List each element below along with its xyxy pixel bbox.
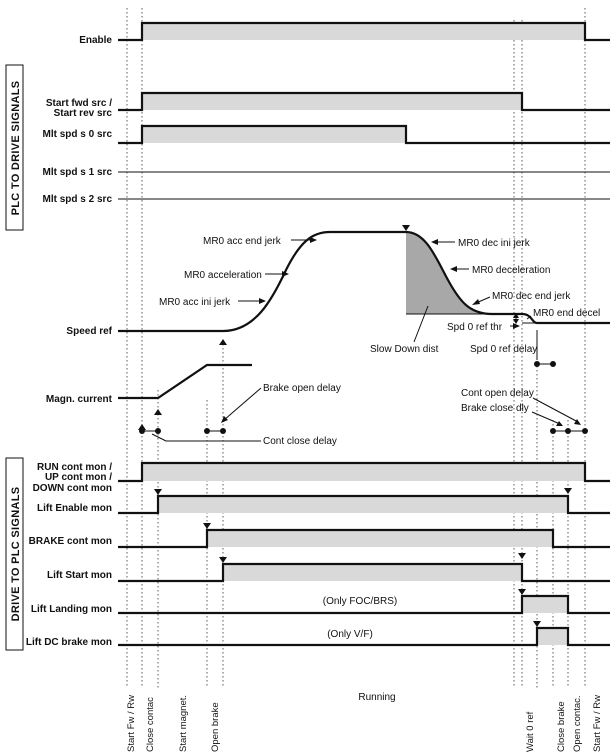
ann-slow-down-dist: Slow Down dist: [370, 344, 439, 355]
ann-dec-end-jerk: MR0 dec end jerk: [492, 291, 571, 302]
ann-deceleration: MR0 deceleration: [472, 265, 550, 276]
ann-acc-ini-jerk: MR0 acc ini jerk: [159, 297, 231, 308]
spd0-delay-marker: [534, 330, 556, 367]
label-run-cont-2: UP cont mon /: [45, 472, 112, 483]
label-run-cont-1: RUN cont mon /: [37, 462, 112, 473]
ann-acc-end-jerk: MR0 acc end jerk: [203, 236, 282, 247]
phase-close-contac: Close contac: [145, 697, 156, 752]
label-lift-enable: Lift Enable mon: [37, 503, 112, 514]
ann-cont-close-delay: Cont close delay: [263, 436, 337, 447]
phase-start-magnet: Start magnet.: [178, 695, 189, 752]
ann-end-decel: MR0 end decel: [533, 308, 600, 319]
phase-wait-0-ref: Wait 0 ref: [525, 711, 536, 752]
ann-brake-open-delay: Brake open delay: [263, 383, 341, 394]
label-mlt-spd-1: Mlt spd s 1 src: [43, 167, 113, 178]
wave-lift-landing: (Only FOC/BRS): [118, 594, 610, 615]
plc-to-drive-label: PLC TO DRIVE SIGNALS: [10, 81, 22, 216]
speed-annotations: MR0 acc end jerk MR0 acceleration MR0 ac…: [159, 236, 600, 355]
wave-run-cont: [118, 461, 610, 483]
phase-close-brake: Close brake: [556, 701, 567, 752]
delay-annotations: Brake open delay Cont close delay Cont o…: [151, 383, 581, 447]
label-mlt-spd-2: Mlt spd s 2 src: [43, 194, 113, 205]
ann-only-foc: (Only FOC/BRS): [323, 596, 397, 607]
label-lift-landing: Lift Landing mon: [31, 604, 112, 615]
wave-lift-dc-brake: (Only V/F): [118, 626, 610, 647]
wave-lift-enable: [118, 494, 610, 515]
label-magn-current: Magn. current: [46, 394, 113, 405]
wave-lift-start: [118, 562, 610, 583]
ann-spd0-delay: Spd 0 ref delay: [470, 344, 537, 355]
label-enable: Enable: [79, 35, 112, 46]
ann-acceleration: MR0 acceleration: [184, 270, 262, 281]
label-start-fwd-1: Start fwd src /: [46, 98, 112, 109]
plc-to-drive-group: PLC TO DRIVE SIGNALS: [5, 64, 24, 231]
label-lift-start: Lift Start mon: [47, 570, 112, 581]
event-arrows: [138, 225, 572, 627]
wave-mlt-spd-0: [118, 124, 610, 145]
drive-to-plc-group: DRIVE TO PLC SIGNALS: [5, 457, 24, 651]
phase-start-fw: Start Fw / Rw: [126, 695, 137, 752]
wave-magn-current: [118, 363, 252, 400]
phase-running: Running: [358, 692, 395, 703]
phase-labels: Start Fw / Rw Close contac Start magnet.…: [126, 692, 603, 752]
phase-end-start-fw: Start Fw / Rw: [592, 695, 603, 752]
drive-to-plc-label: DRIVE TO PLC SIGNALS: [10, 487, 22, 622]
signal-labels: Enable Start fwd src / Start rev src Mlt…: [26, 35, 113, 648]
ann-cont-open-delay: Cont open delay: [461, 388, 534, 399]
label-speed-ref: Speed ref: [66, 326, 112, 337]
phase-open-contac: Open contac.: [572, 695, 583, 752]
ann-only-vf: (Only V/F): [327, 629, 373, 640]
label-mlt-spd-0: Mlt spd s 0 src: [43, 129, 113, 140]
speed-profile: [118, 230, 610, 333]
label-brake-cont: BRAKE cont mon: [29, 536, 112, 547]
timing-markers: [139, 428, 588, 434]
label-lift-dc-brake: Lift DC brake mon: [26, 637, 112, 648]
wave-enable: [118, 21, 610, 42]
label-start-fwd-2: Start rev src: [54, 108, 113, 119]
phase-open-brake: Open brake: [210, 702, 221, 752]
label-run-cont-3: DOWN cont mon: [33, 483, 112, 494]
wave-start-fwd: [118, 91, 610, 112]
ann-spd0-thr: Spd 0 ref thr: [447, 322, 503, 333]
ann-dec-ini-jerk: MR0 dec ini jerk: [458, 238, 531, 249]
ann-brake-close-dly: Brake close dly: [461, 403, 529, 414]
wave-brake-cont: [118, 528, 610, 549]
